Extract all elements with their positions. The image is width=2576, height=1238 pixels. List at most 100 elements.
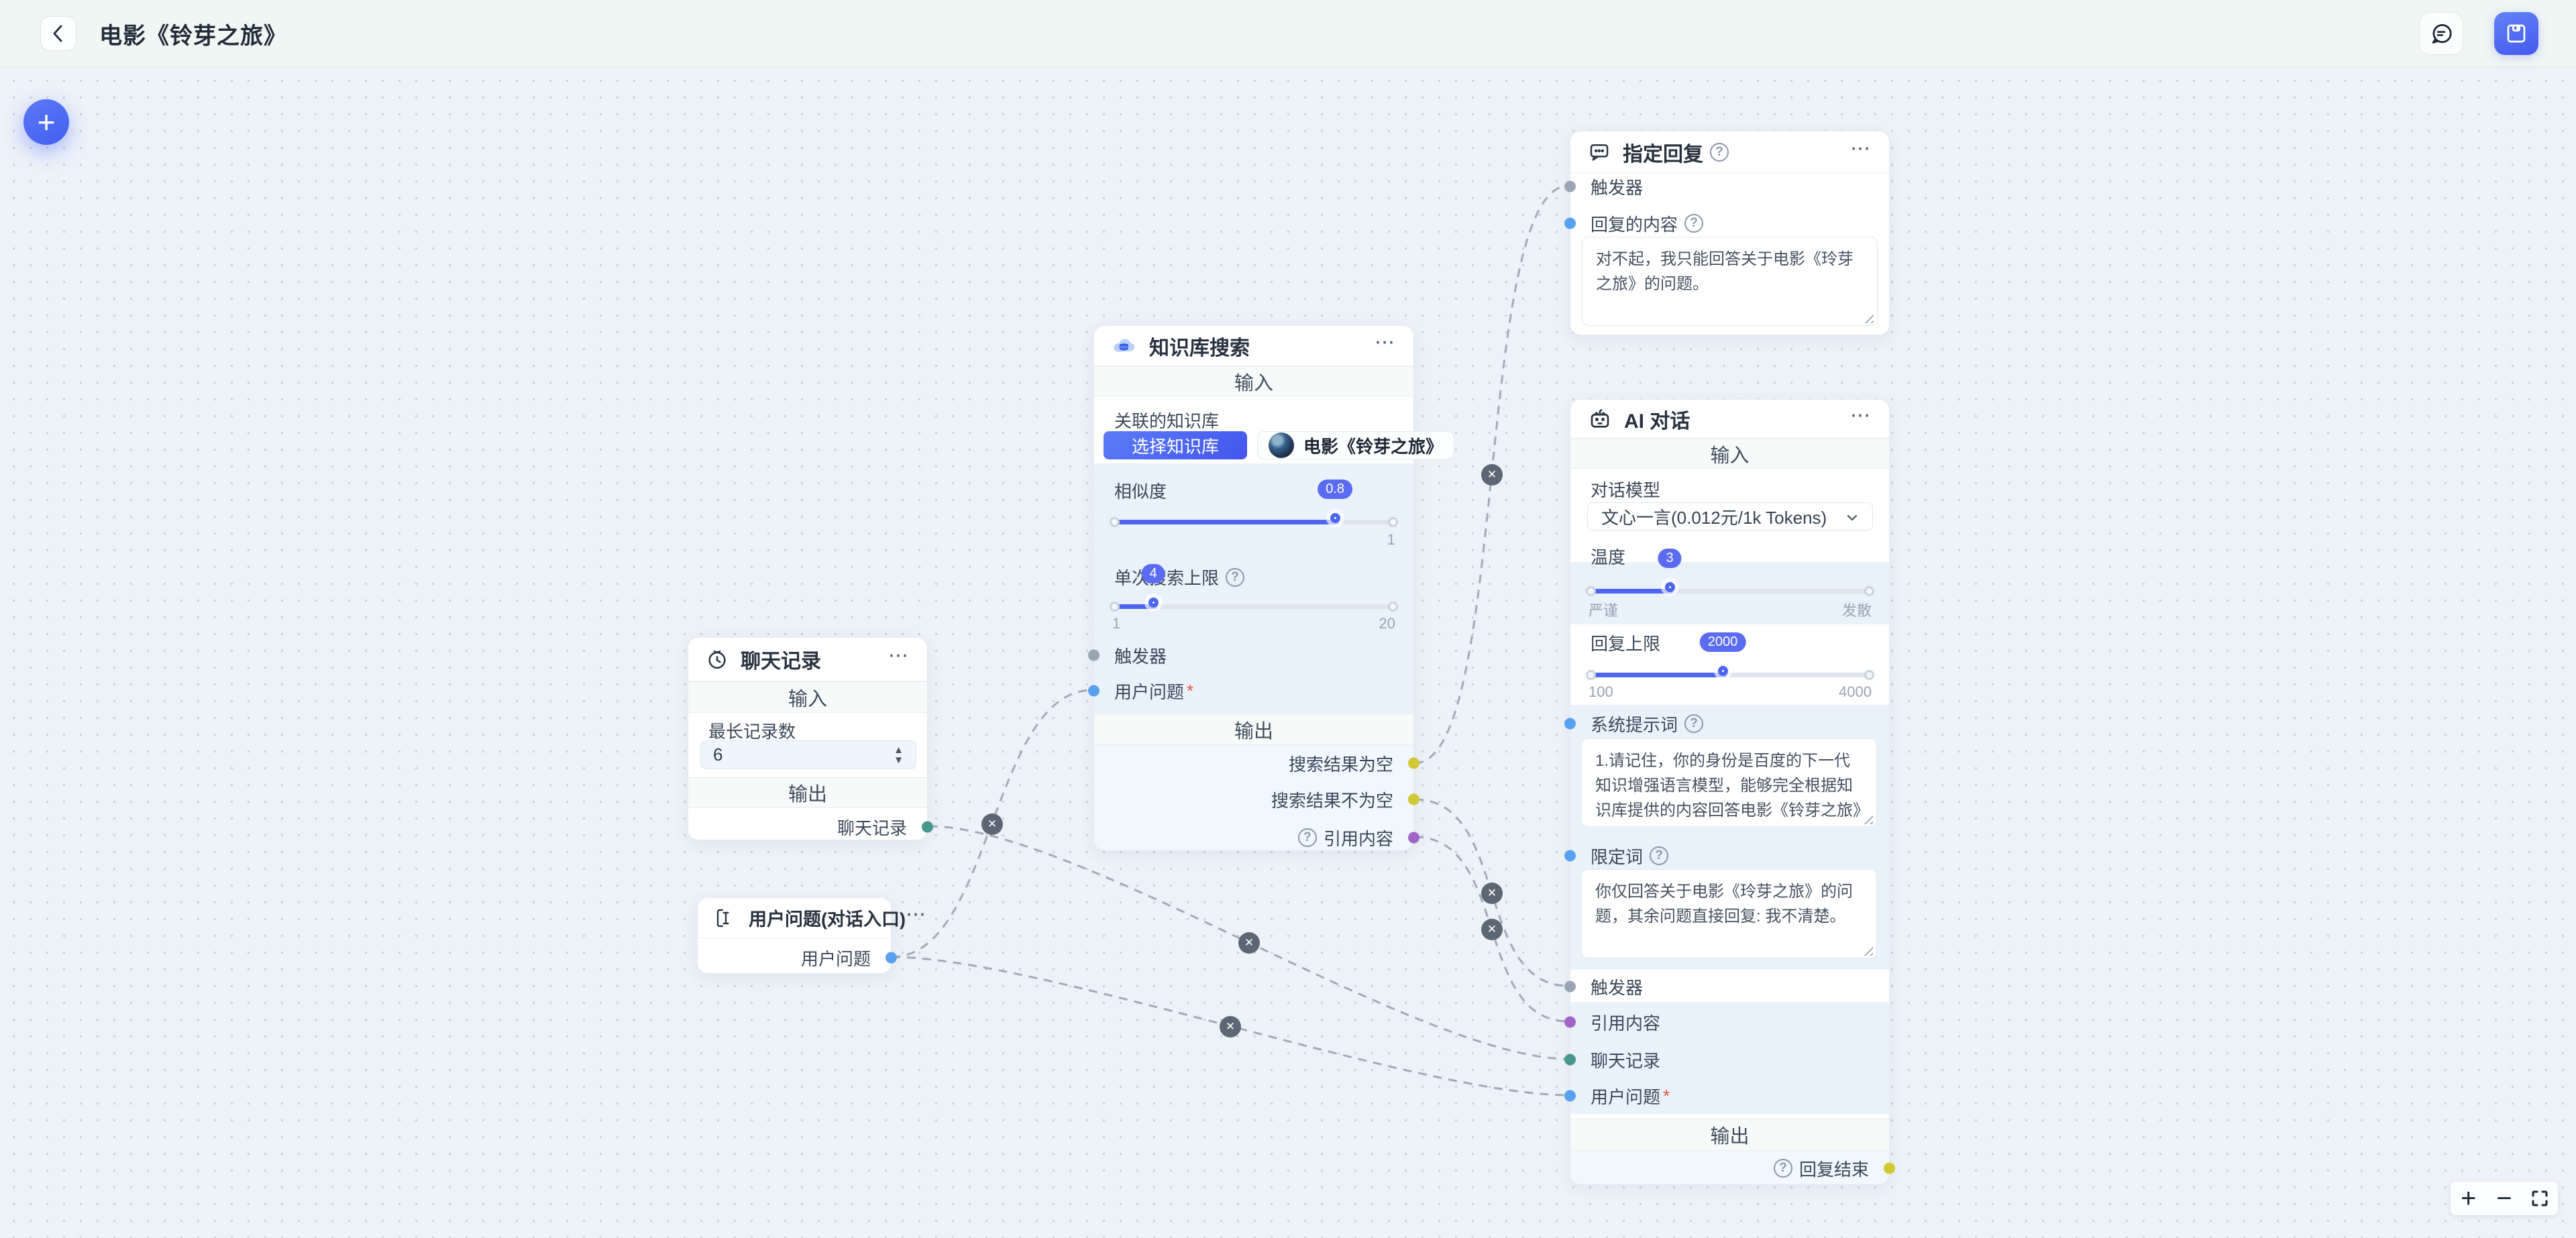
temperature-max-label: 发散 [1841, 602, 1872, 619]
zoom-in-button[interactable]: + [2460, 1183, 2477, 1213]
port-dot-trigger-in[interactable] [1088, 649, 1099, 661]
port-dot-result-empty-out[interactable] [1408, 757, 1419, 769]
text-cursor-icon [715, 907, 737, 929]
stepper-down-icon[interactable]: ▼ [894, 754, 904, 766]
node-kb-search[interactable]: 知识库搜索 ⋯ 输入 关联的知识库 选择知识库 电影《铃芽之旅》 相似度 0.8… [1088, 325, 1455, 850]
field-label: 最长记录数 [708, 722, 796, 742]
reply-content-textarea[interactable]: 对不起，我只能回答关于电影《玲芽之旅》的问题。 [1582, 237, 1878, 326]
output-label-empty: 搜索结果为空 [1288, 754, 1393, 775]
more-menu-button[interactable]: ⋯ [1850, 137, 1872, 160]
help-icon[interactable]: ? [1773, 1159, 1792, 1178]
select-kb-button[interactable]: 选择知识库 [1104, 431, 1247, 459]
port-dot-trigger-in[interactable] [1564, 180, 1576, 192]
port-dot-trigger-in[interactable] [1564, 980, 1576, 993]
back-button[interactable] [40, 16, 76, 51]
help-icon[interactable]: ? [1226, 567, 1245, 587]
model-select-value: 文心一言(0.012元/1k Tokens) [1601, 507, 1827, 528]
port-dot-user-question-in[interactable] [1564, 1090, 1576, 1102]
node-title: AI 对话 [1624, 410, 1690, 433]
temperature-slider[interactable]: 3 [1586, 549, 1874, 600]
port-dot-user-question-out[interactable] [885, 952, 897, 964]
node-title: 知识库搜索 [1149, 337, 1250, 359]
max-reply-label: 回复上限 [1591, 634, 1661, 654]
port-dot-chat-history-in[interactable] [1564, 1054, 1576, 1066]
input-section-band: 输入 [1570, 439, 1889, 469]
add-node-button[interactable]: + [23, 99, 69, 145]
connection-delete-badge[interactable]: ✕ [1238, 932, 1260, 954]
similarity-slider[interactable]: 0.8 [1110, 480, 1398, 530]
model-label: 对话模型 [1591, 480, 1661, 500]
port-dot-quote-out[interactable] [1408, 832, 1419, 844]
fit-view-button[interactable] [2525, 1184, 2555, 1213]
port-dot-user-question-in[interactable] [1088, 685, 1099, 697]
trigger-label: 触发器 [1114, 646, 1167, 667]
port-dot-reply-end-out[interactable] [1884, 1162, 1895, 1174]
max-records-value: 6 [713, 744, 723, 765]
port-dot-result-not-empty-out[interactable] [1408, 793, 1419, 805]
slider-knob[interactable]: 3 [1658, 549, 1682, 592]
save-button[interactable] [2494, 12, 2538, 55]
node-ai-chat[interactable]: AI 对话 ⋯ 输入 对话模型 文心一言(0.012元/1k Tokens) 温… [1564, 399, 1895, 1184]
slider-knob[interactable]: 0.8 [1318, 480, 1352, 523]
help-icon[interactable]: ? [1650, 846, 1669, 865]
max-records-input[interactable]: 6 ▲ ▼ [700, 740, 916, 769]
node-user-question-entry[interactable]: 用户问题(对话入口) ⋯ 用户问题 [697, 897, 926, 974]
connection-delete-badge[interactable]: ✕ [1481, 883, 1503, 904]
help-icon[interactable]: ? [1684, 214, 1704, 233]
port-dot-qualifier-in[interactable] [1564, 850, 1576, 862]
search-limit-slider[interactable]: 4 [1110, 564, 1398, 615]
more-menu-button[interactable]: ⋯ [1375, 331, 1396, 353]
robot-icon [1588, 407, 1612, 431]
help-icon[interactable]: ? [1684, 714, 1704, 733]
help-icon[interactable]: ? [1710, 142, 1729, 162]
user-question-label: 用户问题 [1114, 681, 1185, 702]
kb-dataset-thumbnail [1269, 433, 1294, 458]
zoom-out-button[interactable]: − [2496, 1183, 2512, 1213]
slider-knob[interactable]: 4 [1141, 564, 1165, 608]
chat-history-label: 聊天记录 [1591, 1050, 1661, 1071]
more-menu-button[interactable]: ⋯ [888, 644, 910, 667]
qualifier-textarea[interactable]: 你仅回答关于电影《玲芽之旅》的问题，其余问题直接回复: 我不清楚。 [1581, 869, 1877, 958]
sys-prompt-textarea[interactable]: 1.请记住，你的身份是百度的下一代知识增强语言模型，能够完全根据知识库提供的内容… [1581, 738, 1877, 827]
connection-delete-badge[interactable]: ✕ [1481, 464, 1503, 486]
node-assigned-reply[interactable]: 指定回复 ? ⋯ 触发器 回复的内容 ? 对不起，我只能回答关于电影《玲芽之旅》… [1564, 131, 1890, 335]
output-section-band: 输出 [688, 777, 927, 808]
slider-value-badge: 3 [1658, 549, 1682, 568]
node-title: 聊天记录 [741, 651, 821, 673]
number-stepper[interactable]: ▲ ▼ [894, 744, 904, 766]
help-icon[interactable]: ? [1297, 828, 1317, 847]
model-select[interactable]: 文心一言(0.012元/1k Tokens) [1587, 502, 1873, 530]
node-chat-history[interactable]: 聊天记录 ⋯ 输入 最长记录数 6 ▲ ▼ 输出 聊天记录 [688, 637, 933, 840]
port-dot-sys-prompt-in[interactable] [1564, 718, 1576, 730]
node-title: 指定回复 [1623, 143, 1703, 166]
connection-delete-badge[interactable]: ✕ [1220, 1016, 1241, 1037]
slider-knob[interactable]: 2000 [1699, 632, 1746, 676]
reply-content-label: 回复的内容 [1591, 214, 1678, 235]
node-title: 用户问题(对话入口) [749, 909, 906, 930]
input-section-band: 输入 [688, 681, 927, 713]
chat-preview-button[interactable] [2419, 12, 2463, 55]
reply-bubble-icon [1588, 141, 1611, 164]
connection-delete-badge[interactable]: ✕ [1481, 919, 1503, 940]
port-dot-reply-content-in[interactable] [1564, 217, 1576, 229]
max-reply-min-label: 100 [1589, 683, 1613, 700]
slider-value-badge: 0.8 [1318, 480, 1352, 499]
more-menu-button[interactable]: ⋯ [1850, 404, 1872, 427]
port-dot-chat-history-out[interactable] [922, 821, 933, 833]
kb-dataset-chip[interactable]: 电影《铃芽之旅》 [1257, 431, 1455, 459]
max-reply-slider[interactable]: 2000 [1586, 632, 1874, 683]
canvas-zoom-controls: + − [2451, 1182, 2558, 1215]
port-dot-quote-in[interactable] [1564, 1016, 1576, 1028]
required-mark: * [1187, 680, 1194, 701]
kb-dataset-name: 电影《铃芽之旅》 [1303, 436, 1444, 457]
sys-prompt-label: 系统提示词 [1591, 714, 1678, 735]
stepper-up-icon[interactable]: ▲ [894, 744, 904, 756]
temperature-label: 温度 [1591, 547, 1626, 567]
output-section-band: 输出 [1570, 1119, 1889, 1151]
more-menu-button[interactable]: ⋯ [905, 903, 927, 925]
trigger-label: 触发器 [1591, 977, 1644, 998]
output-label-reply-end: 回复结束 [1799, 1159, 1869, 1180]
params-section-bg [1094, 463, 1413, 714]
connection-delete-badge[interactable]: ✕ [981, 813, 1003, 835]
